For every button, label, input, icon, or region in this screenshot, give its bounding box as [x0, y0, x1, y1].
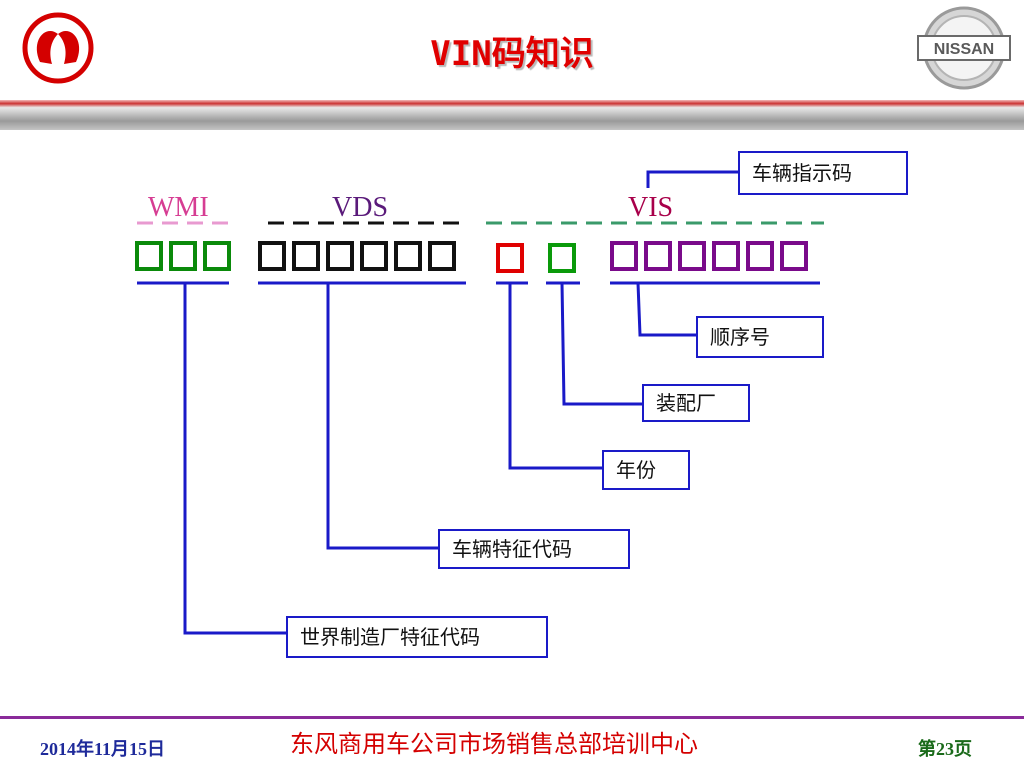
- plant-char-box: [548, 243, 576, 273]
- vin-char-box: [258, 241, 286, 271]
- vin-char-box: [203, 241, 231, 271]
- vin-char-box: [292, 241, 320, 271]
- footer-organization: 东风商用车公司市场销售总部培训中心: [290, 730, 698, 758]
- vds-group-label: VDS: [332, 192, 389, 223]
- wmi-char-group: [135, 241, 231, 271]
- nissan-logo-text: NISSAN: [934, 41, 994, 58]
- vin-char-box: [360, 241, 388, 271]
- plant-connector: [560, 282, 642, 406]
- wmi-connector: [183, 283, 286, 635]
- footer-divider: [0, 716, 1024, 719]
- vin-char-box: [135, 241, 163, 271]
- vehicle-descriptor-label-box: 车辆特征代码: [438, 529, 630, 569]
- plant-label-box: 装配厂: [642, 384, 750, 422]
- vin-char-box: [610, 241, 638, 271]
- vin-char-box: [326, 241, 354, 271]
- vehicle-indicator-label-box: 车辆指示码: [738, 151, 908, 195]
- vis-connector: [646, 170, 738, 188]
- dongfeng-logo: [22, 12, 94, 84]
- vin-char-box: [712, 241, 740, 271]
- vds-connector: [326, 283, 438, 550]
- vin-char-box: [780, 241, 808, 271]
- footer-page-number: 第23页: [918, 739, 972, 759]
- vin-char-box: [678, 241, 706, 271]
- nissan-logo: NISSAN: [917, 6, 1011, 90]
- vis-group-label: VIS: [628, 192, 674, 223]
- year-char-box: [496, 243, 524, 273]
- page-title: VIN码知识: [430, 34, 594, 74]
- serial-connector: [636, 282, 696, 337]
- world-manufacturer-label-box: 世界制造厂特征代码: [286, 616, 548, 658]
- footer-date: 2014年11月15日: [40, 739, 166, 759]
- vin-char-box: [428, 241, 456, 271]
- header-band: [0, 100, 1024, 130]
- vin-char-box: [746, 241, 774, 271]
- year-label-box: 年份: [602, 450, 690, 490]
- year-connector: [508, 283, 602, 470]
- vin-char-box: [169, 241, 197, 271]
- vds-char-group: [258, 241, 456, 271]
- vin-char-box: [394, 241, 422, 271]
- serial-char-group: [610, 241, 808, 271]
- vin-char-box: [644, 241, 672, 271]
- wmi-group-label: WMI: [148, 192, 209, 223]
- serial-label-box: 顺序号: [696, 316, 824, 358]
